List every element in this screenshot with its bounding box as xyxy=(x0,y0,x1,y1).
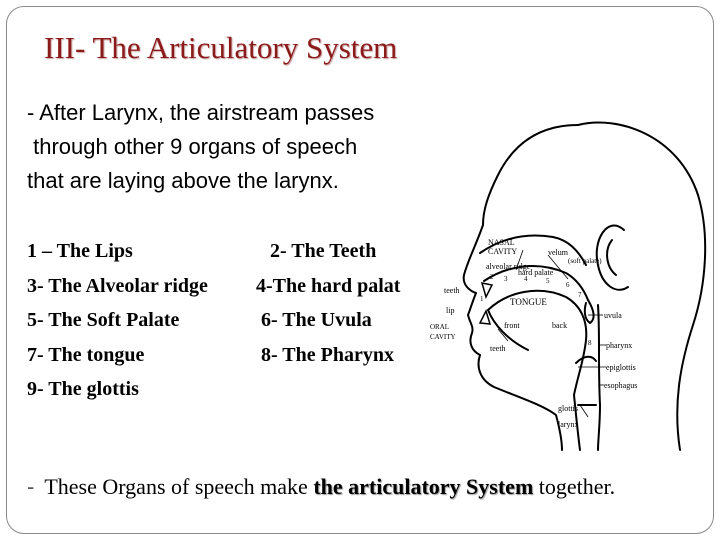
label-oral-cavity: CAVITY xyxy=(430,333,456,341)
diagram-number: 3 xyxy=(504,275,508,283)
label-alveolar-ridge: alveolar ridge xyxy=(486,262,531,271)
label-velum: velum xyxy=(548,248,569,257)
diagram-number: 7 xyxy=(578,291,582,299)
articulatory-diagram: NASAL CAVITY alveolar ridge velum (soft … xyxy=(430,121,707,451)
footer-text-end: together. xyxy=(533,474,616,499)
diagram-number: 5 xyxy=(546,277,550,285)
label-teeth-lower: teeth xyxy=(490,344,506,353)
organ-item: 1 – The Lips xyxy=(27,240,133,262)
label-lip: lip xyxy=(446,306,454,315)
label-front: front xyxy=(504,321,520,330)
label-oral-cavity: ORAL xyxy=(430,323,449,331)
label-epiglottis: epiglottis xyxy=(606,363,636,372)
diagram-number: 2 xyxy=(490,273,494,281)
slide-title: III- The Articulatory System xyxy=(44,30,398,65)
intro-line: that are laying above the larynx. xyxy=(27,168,339,193)
footer-emphasis: the articulatory System xyxy=(313,474,534,499)
label-nasal-cavity: NASAL xyxy=(488,238,515,247)
organ-item: 2- The Teeth xyxy=(270,240,377,262)
label-uvula: uvula xyxy=(604,311,622,320)
intro-line: - After Larynx, the airstream passes xyxy=(27,100,375,125)
organ-item: 4-The hard palat xyxy=(256,274,401,297)
label-teeth-upper: teeth xyxy=(444,286,460,295)
label-velum: (soft palate) xyxy=(568,257,602,265)
footer-text-start: These Organs of speech make xyxy=(44,474,314,499)
label-esophagus: esophagus xyxy=(604,381,637,390)
diagram-number: 4 xyxy=(524,275,528,283)
label-hard-palate: hard palate xyxy=(518,268,554,277)
diagram-number: 1 xyxy=(480,295,484,303)
diagram-number: 6 xyxy=(566,281,570,289)
label-tongue: TONGUE xyxy=(510,297,547,307)
organ-item: 3- The Alveolar ridge xyxy=(27,274,208,297)
organ-item: 9- The glottis xyxy=(27,378,139,400)
label-larynx: larynx xyxy=(558,420,578,429)
label-glottis: glottis xyxy=(558,404,578,413)
label-pharynx: pharynx xyxy=(606,341,632,350)
organ-item: 8- The Pharynx xyxy=(261,343,394,366)
footer-bullet: - xyxy=(27,474,35,499)
diagram-number: 8 xyxy=(588,339,592,347)
organ-item: 6- The Uvula xyxy=(261,309,372,331)
intro-line: through other 9 organs of speech xyxy=(27,134,358,159)
organ-item: 7- The tongue xyxy=(27,343,145,366)
label-nasal-cavity: CAVITY xyxy=(488,247,517,256)
slide-frame xyxy=(6,6,714,534)
organ-item: 5- The Soft Palate xyxy=(27,309,180,331)
footer-text: -These Organs of speech make the articul… xyxy=(27,474,615,500)
intro-text: - After Larynx, the airstream passes thr… xyxy=(27,96,374,198)
label-back: back xyxy=(552,321,567,330)
